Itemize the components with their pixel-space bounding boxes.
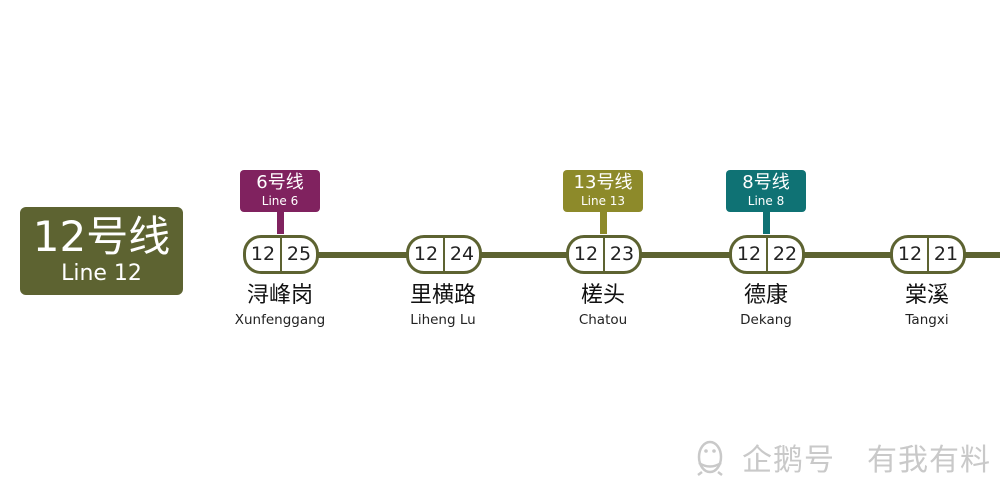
station-line-number: 12 [736, 243, 762, 265]
line-name-cn: 12号线 [32, 212, 171, 261]
station-line-number: 12 [413, 243, 439, 265]
transfer-line-cn: 6号线 [256, 172, 304, 193]
station-number: 24 [449, 243, 475, 265]
line-badge: 12号线 Line 12 [20, 207, 183, 295]
station-line-number: 12 [250, 243, 276, 265]
transfer-line-en: Line 6 [261, 194, 299, 208]
line-name-en: Line 12 [61, 261, 142, 286]
station-code-pill: 12 23 [566, 235, 642, 274]
station-number: 22 [772, 243, 798, 265]
watermark: 企鹅号 有我有料 [690, 436, 991, 478]
station-name-cn: 槎头 [580, 283, 625, 308]
station-code-pill: 12 24 [406, 235, 482, 274]
pill-divider [443, 238, 445, 271]
station-name-cn: 棠溪 [904, 283, 949, 308]
station-code-pill: 12 25 [243, 235, 319, 274]
station-name-en: Liheng Lu [410, 312, 476, 328]
station-name-en: Dekang [740, 312, 792, 328]
station-code-pill: 12 22 [729, 235, 805, 274]
station-line-number: 12 [897, 243, 923, 265]
transfer-stem [763, 212, 770, 234]
pill-divider [927, 238, 929, 271]
station-number: 23 [609, 243, 635, 265]
station-number: 21 [933, 243, 959, 265]
transfer-line-cn: 13号线 [573, 172, 633, 193]
pill-divider [280, 238, 282, 271]
station-name-en: Chatou [578, 312, 628, 328]
station-name-en: Xunfenggang [234, 312, 326, 328]
station-name-cn: 里横路 [409, 283, 476, 308]
station-line-number: 12 [573, 243, 599, 265]
watermark-account: 有我有料 [867, 443, 991, 478]
station-number: 25 [286, 243, 312, 265]
station-name-cn: 德康 [743, 283, 788, 308]
transfer-line-cn: 8号线 [742, 172, 790, 193]
transfer-line-en: Line 8 [747, 194, 785, 208]
transfer-line-en: Line 13 [580, 194, 626, 208]
transfer-stem [600, 212, 607, 234]
pill-divider [766, 238, 768, 271]
station-code-pill: 12 21 [890, 235, 966, 274]
transfer-stem [277, 212, 284, 234]
watermark-brand: 企鹅号 [742, 443, 835, 478]
pill-divider [603, 238, 605, 271]
station-name-cn: 浔峰岗 [246, 283, 313, 308]
penguin-icon [690, 437, 730, 477]
station-name-en: Tangxi [905, 312, 949, 328]
